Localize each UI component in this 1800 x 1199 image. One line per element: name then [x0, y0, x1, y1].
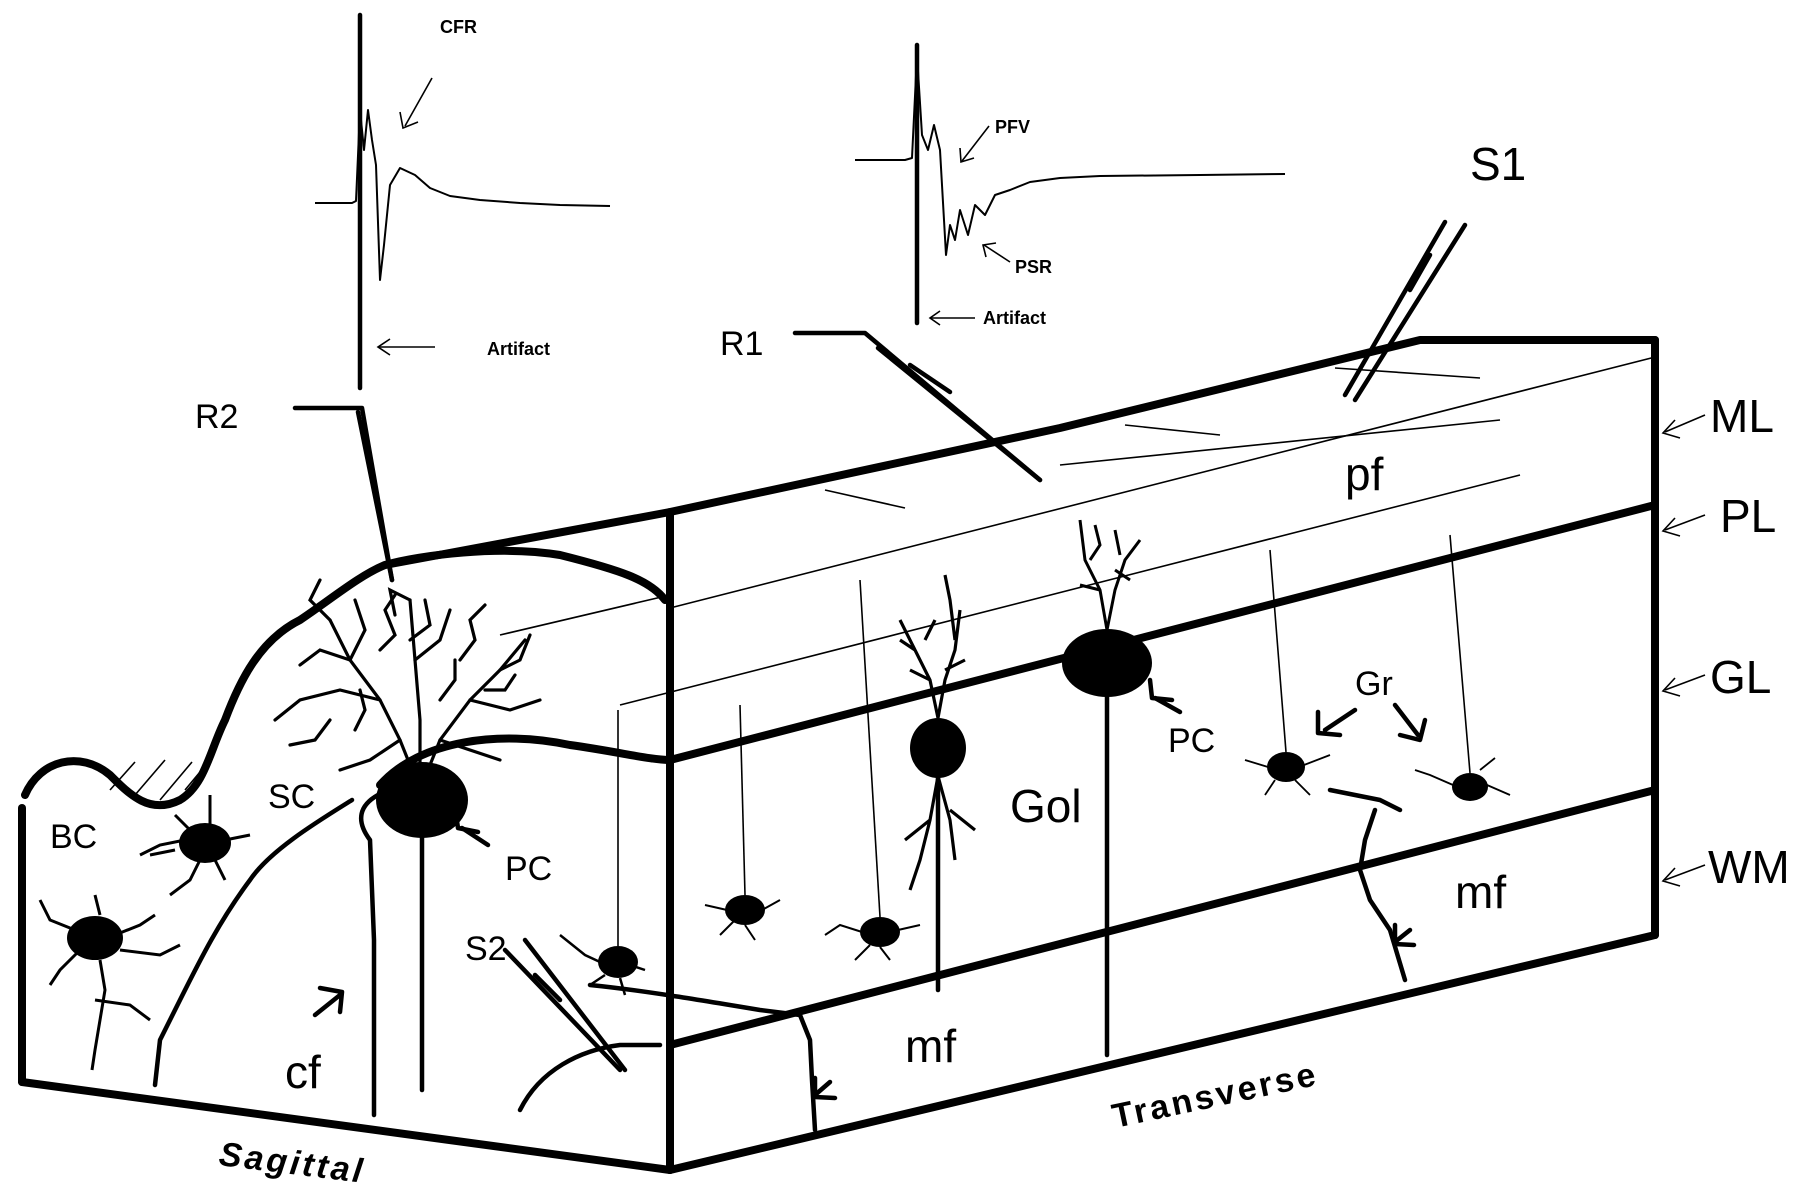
s1-label: S1: [1470, 138, 1526, 190]
sc-label: SC: [268, 778, 315, 816]
mf-right-arrow: [1392, 922, 1417, 948]
cfr-arrow: [399, 77, 433, 130]
gl-label: GL: [1710, 651, 1771, 703]
hatch-area: [109, 759, 211, 801]
mf-right-label: mf: [1455, 866, 1506, 918]
transverse-label: Transverse: [1109, 1055, 1322, 1136]
pc-left-arrow: [452, 805, 491, 848]
purkinje-dendrites-right: [1078, 519, 1142, 631]
right-artifact-label: Artifact: [983, 308, 1046, 328]
r1-label: R1: [720, 325, 763, 363]
r1-electrode: [792, 330, 1043, 483]
mossy-fiber-right-branch: [1327, 787, 1403, 813]
left-artifact-label: Artifact: [487, 339, 550, 359]
climbing-fiber: [358, 792, 381, 1118]
gr-left-arrow: [1315, 707, 1358, 738]
mf-front-label: mf: [905, 1020, 956, 1072]
cf-arrow: [312, 985, 345, 1018]
psr-label: PSR: [1015, 257, 1052, 277]
right-artifact-arrow: [928, 310, 975, 326]
slice-block-outline: [18, 336, 1659, 1174]
pfv-arrow: [959, 125, 990, 164]
ml-arrow: [1661, 414, 1706, 439]
granule-cell-3: [824, 579, 921, 961]
pf-label: pf: [1345, 448, 1384, 500]
stellate-cell: [38, 894, 181, 1071]
ml-label: ML: [1710, 390, 1774, 442]
pc-right-arrow: [1147, 677, 1183, 715]
pl-arrow: [1661, 514, 1706, 537]
pc-left-label: PC: [505, 850, 552, 888]
cfr-label: CFR: [440, 17, 477, 37]
sagittal-label: Sagittal: [217, 1135, 367, 1191]
basket-cell: [139, 795, 251, 897]
purkinje-soma-right: [1062, 629, 1152, 697]
granule-cell-5: [1414, 534, 1511, 801]
gr-label: Gr: [1355, 665, 1393, 703]
purkinje-soma-left: [376, 762, 468, 838]
gol-label: Gol: [1010, 780, 1082, 832]
mossy-fiber-arc: [517, 1042, 663, 1113]
pfv-label: PFV: [995, 117, 1030, 137]
mf-front-arrow: [812, 1075, 838, 1101]
purkinje-dendrites-left: [273, 578, 542, 792]
mossy-fiber-front: [587, 982, 818, 1133]
granule-cell-2: [704, 704, 781, 941]
mossy-fiber-right: [1357, 807, 1408, 983]
s2-label: S2: [465, 930, 507, 968]
parallel-fiber-curve: [152, 797, 355, 1088]
gr-right-arrow: [1392, 702, 1428, 743]
bc-label: BC: [50, 818, 97, 856]
granule-cell-1: [559, 710, 646, 996]
psr-arrow: [982, 242, 1011, 263]
golgi-cell: [898, 574, 976, 993]
pfv-trace: [855, 42, 1286, 326]
r2-electrode: [292, 405, 395, 583]
gl-arrow: [1661, 674, 1706, 697]
pl-label: PL: [1720, 490, 1776, 542]
granule-cell-4: [1244, 549, 1331, 796]
left-artifact-arrow: [376, 338, 435, 356]
pc-right-label: PC: [1168, 722, 1215, 760]
r2-label: R2: [195, 398, 238, 436]
wm-label: WM: [1708, 841, 1790, 893]
cfr-trace: [315, 12, 611, 391]
cf-label: cf: [285, 1046, 321, 1098]
wm-arrow: [1661, 864, 1706, 887]
